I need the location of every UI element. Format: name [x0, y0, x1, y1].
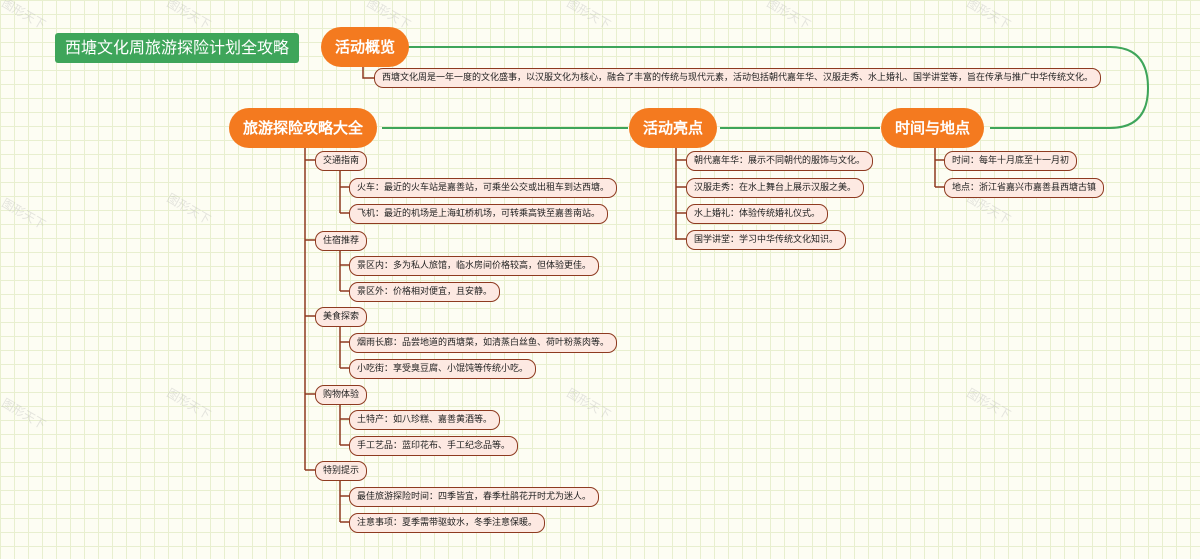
highlight-item[interactable]: 水上婚礼：体验传统婚礼仪式。 — [686, 204, 829, 224]
overview-connector — [362, 66, 374, 79]
highlights-connector — [675, 148, 686, 240]
category-shopping[interactable]: 购物体验 — [315, 385, 368, 405]
transport-item[interactable]: 火车：最近的火车站是嘉善站，可乘坐公交或出租车到达西塘。 — [349, 178, 618, 198]
timeplace-connector — [934, 148, 944, 188]
food-item[interactable]: 小吃街：享受臭豆腐、小馄饨等传统小吃。 — [349, 359, 537, 379]
transport-item[interactable]: 飞机：最近的机场是上海虹桥机场，可转乘高铁至嘉善南站。 — [349, 204, 609, 224]
cat4-connector — [339, 404, 349, 446]
lodging-item[interactable]: 景区内：多为私人旅馆，临水房间价格较高，但体验更佳。 — [349, 256, 600, 276]
time-item[interactable]: 时间：每年十月底至十一月初 — [944, 151, 1078, 171]
tips-item[interactable]: 最佳旅游探险时间：四季皆宜，春季杜鹃花开时尤为迷人。 — [349, 487, 600, 507]
cat5-connector — [339, 480, 349, 523]
highlight-item[interactable]: 国学讲堂：学习中华传统文化知识。 — [686, 230, 847, 250]
shopping-item[interactable]: 土特产：如八珍糕、嘉善黄酒等。 — [349, 410, 501, 430]
topic-overview[interactable]: 活动概览 — [321, 27, 410, 67]
tips-item[interactable]: 注意事项：夏季需带驱蚊水，冬季注意保暖。 — [349, 513, 546, 533]
category-lodging[interactable]: 住宿推荐 — [315, 231, 368, 251]
topic-guide[interactable]: 旅游探险攻略大全 — [229, 108, 378, 148]
highlight-item[interactable]: 朝代嘉年华：展示不同朝代的服饰与文化。 — [686, 151, 874, 171]
cat3-connector — [339, 326, 349, 369]
cat2-connector — [339, 250, 349, 292]
place-item[interactable]: 地点：浙江省嘉兴市嘉善县西塘古镇 — [944, 178, 1105, 198]
lodging-item[interactable]: 景区外：价格相对便宜，且安静。 — [349, 282, 501, 302]
guide-connector — [304, 148, 315, 471]
cat1-connector — [339, 170, 349, 214]
category-tips[interactable]: 特别提示 — [315, 461, 368, 481]
root-topic[interactable]: 西塘文化周旅游探险计划全攻略 — [55, 33, 300, 63]
topic-highlights[interactable]: 活动亮点 — [629, 108, 718, 148]
highlight-item[interactable]: 汉服走秀：在水上舞台上展示汉服之美。 — [686, 178, 865, 198]
category-food[interactable]: 美食探索 — [315, 307, 368, 327]
category-transport[interactable]: 交通指南 — [315, 151, 368, 171]
shopping-item[interactable]: 手工艺品：蓝印花布、手工纪念品等。 — [349, 436, 519, 456]
topic-time-place[interactable]: 时间与地点 — [881, 108, 985, 148]
spine-connector — [390, 46, 1150, 129]
food-item[interactable]: 烟雨长廊：品尝地道的西塘菜，如清蒸白丝鱼、荷叶粉蒸肉等。 — [349, 333, 618, 353]
overview-text[interactable]: 西塘文化周是一年一度的文化盛事，以汉服文化为核心，融合了丰富的传统与现代元素，活… — [374, 68, 1102, 88]
